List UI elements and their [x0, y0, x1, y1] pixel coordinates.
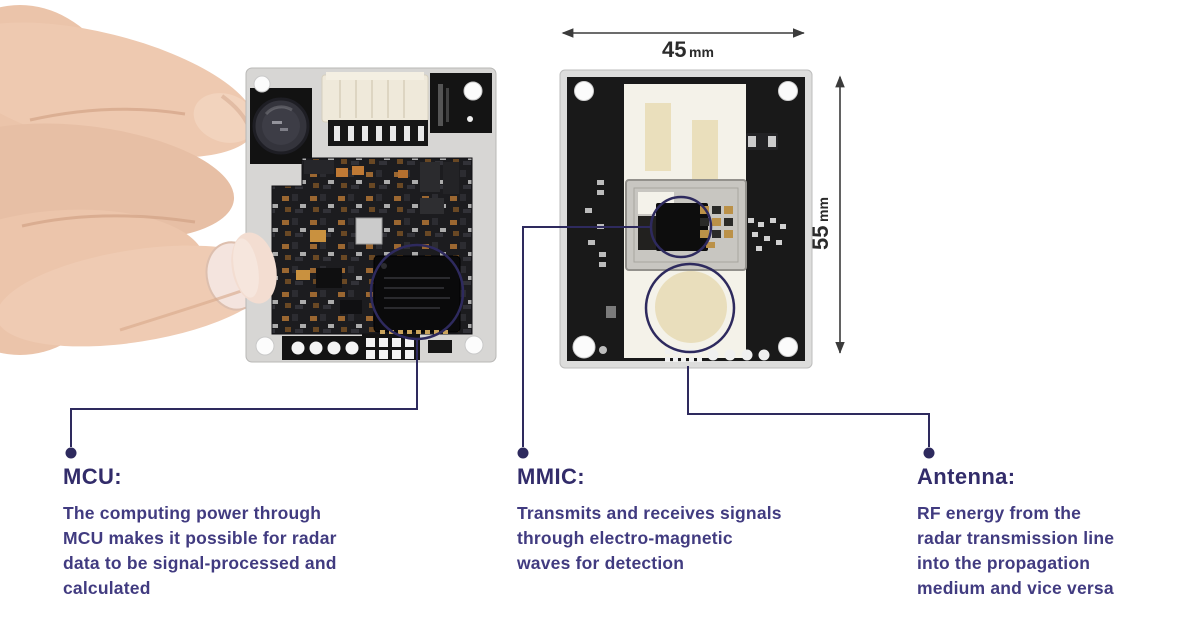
callout-mcu-description: The computing power through MCU makes it…: [63, 503, 337, 598]
pcb-back-board: [559, 69, 813, 369]
mmic-leader-line: [522, 226, 651, 447]
callout-mcu-title: MCU:: [63, 464, 123, 489]
smd-components: [296, 160, 459, 314]
inductor: [252, 97, 310, 155]
width-dimension: 45 mm: [561, 28, 805, 62]
mmic-gold-pads: [700, 206, 733, 248]
height-dimension-unit: mm: [815, 197, 831, 222]
mmic-leader-dot: [517, 447, 529, 459]
width-dimension-value: 45: [662, 37, 686, 62]
connector: [321, 72, 429, 146]
silkscreen-text-marks: [438, 84, 449, 126]
callout-mcu: MCU: The computing power through MCU mak…: [63, 464, 408, 601]
callout-mmic-title: MMIC:: [517, 464, 585, 489]
callout-antenna-title: Antenna:: [917, 464, 1016, 489]
antenna-highlight-circle: [644, 262, 736, 354]
mmic-chip: [656, 203, 708, 251]
smd-component-right: [746, 133, 778, 150]
mcu-leader-line: [70, 339, 418, 447]
index-finger: [0, 22, 256, 158]
patch-strip-left: [645, 103, 671, 171]
width-dimension-unit: mm: [689, 44, 714, 60]
hand-photo: [0, 5, 274, 355]
thumb-tip-over-board: [231, 232, 277, 304]
antenna-leader-line: [687, 366, 930, 447]
callout-antenna-description: RF energy from the radar transmission li…: [917, 503, 1115, 598]
middle-finger: [0, 123, 235, 241]
antenna-leader-dot: [923, 447, 935, 459]
thumb: [0, 245, 274, 347]
mcu-leader-dot: [65, 447, 77, 459]
mounting-holes: [572, 81, 798, 359]
callout-antenna: Antenna: RF energy from the radar transm…: [917, 464, 1182, 601]
callout-mmic-description: Transmits and receives signals through e…: [517, 503, 782, 573]
height-dimension-value: 55: [808, 226, 833, 250]
mcu-chip: [373, 255, 461, 334]
pcb-front-board: [245, 67, 497, 363]
mounting-holes: [253, 75, 484, 356]
pads-cluster-right: [748, 218, 786, 251]
height-dimension: 55 mm: [808, 75, 845, 354]
callout-mmic: MMIC: Transmits and receives signals thr…: [517, 464, 852, 576]
antenna-patch: [655, 271, 727, 343]
